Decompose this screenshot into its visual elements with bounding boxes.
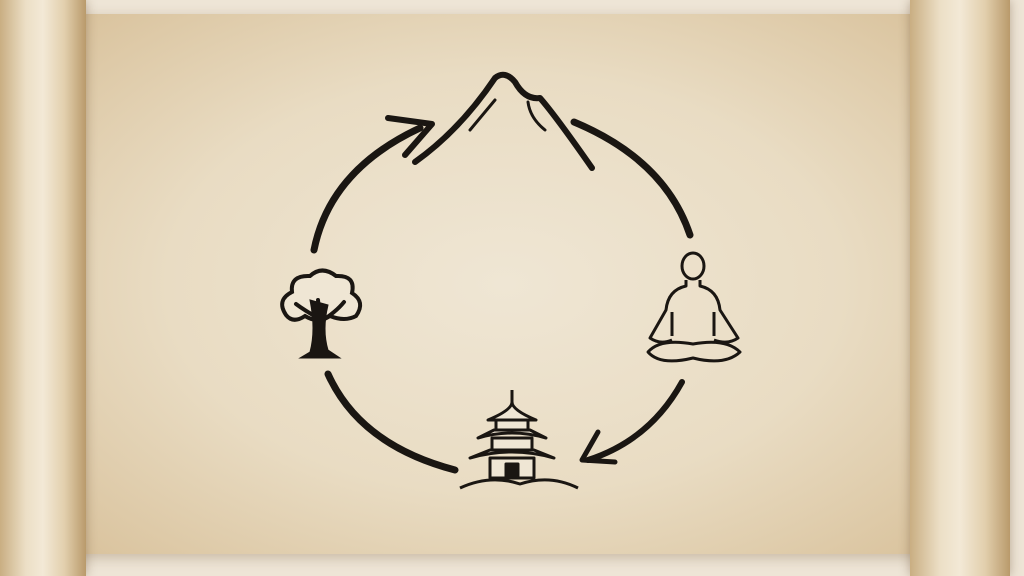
scroll-roll-left <box>0 0 86 576</box>
tree-icon <box>280 268 363 359</box>
arc-mountain-to-person <box>570 118 694 239</box>
arc-pagoda-to-tree <box>324 370 459 474</box>
mountain-icon <box>412 71 595 171</box>
pagoda-icon <box>459 390 579 490</box>
arrow-tree-to-mountain <box>310 124 424 254</box>
arrowhead-top <box>385 115 435 158</box>
arrow-person-to-pagoda <box>585 379 685 463</box>
meditating-person-icon <box>646 251 742 363</box>
scroll-roll-right <box>910 0 1010 576</box>
arrowhead-bottom <box>579 429 618 465</box>
